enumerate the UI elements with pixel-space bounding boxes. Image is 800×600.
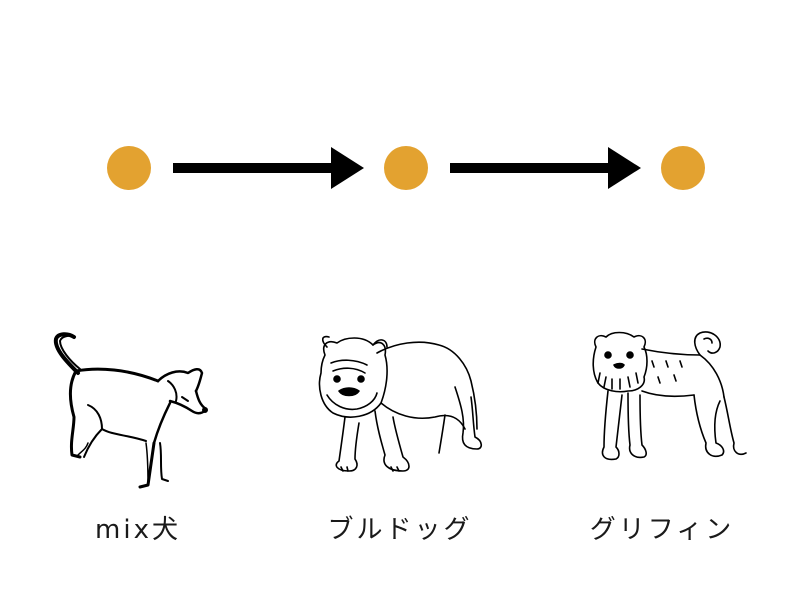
griffon-dog-icon [592, 331, 747, 461]
arrow-right-icon [173, 147, 364, 189]
bulldog-icon [318, 335, 483, 472]
breed-flow-diagram [0, 0, 800, 260]
flow-node-2 [384, 146, 428, 190]
flow-node-3 [661, 146, 705, 190]
flow-node-1 [107, 146, 151, 190]
label-griffon: グリフィン [589, 515, 735, 545]
label-mix-dog: mix犬 [95, 515, 181, 545]
arrow-right-icon [450, 147, 641, 189]
mixed-breed-dog-icon [53, 332, 208, 489]
label-bulldog: ブルドッグ [327, 515, 473, 545]
